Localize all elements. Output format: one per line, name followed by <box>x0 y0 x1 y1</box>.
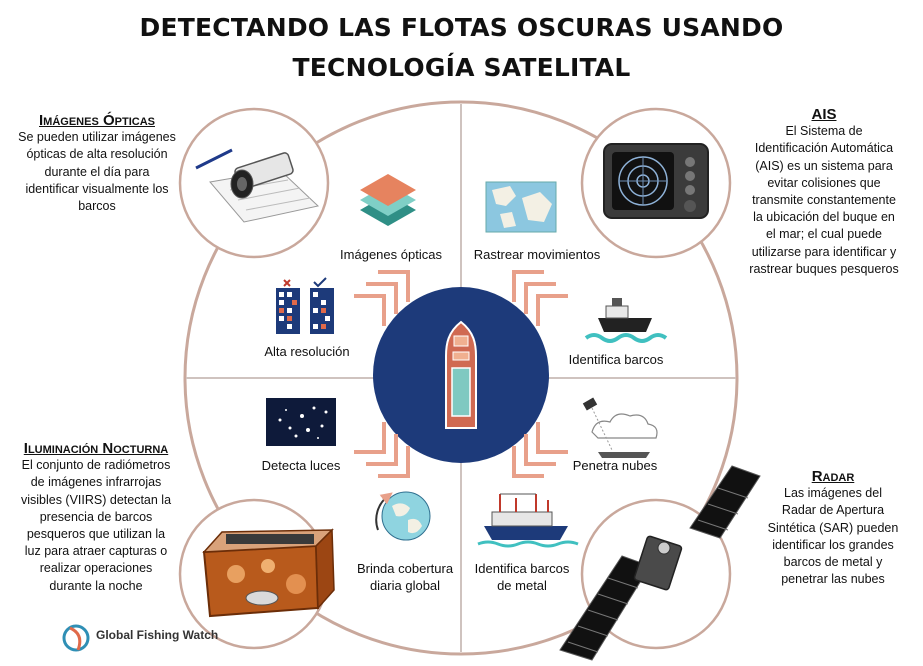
panel-radar-line: Sintética (SAR) pueden <box>767 520 899 535</box>
globe-icon <box>375 491 431 541</box>
label-identifica-barcos: Identifica barcos <box>568 352 664 367</box>
ship-icon <box>584 298 668 343</box>
panel-ais-line: Identificación Automática <box>754 141 894 156</box>
panel-opticas-line: durante el día para <box>44 164 150 179</box>
panel-radar-heading: Radar <box>811 468 855 485</box>
label-brinda-cobertura: Brinda cobertura diaria global <box>340 560 470 594</box>
panel-ais-line: (AIS) es un sistema para <box>755 158 893 173</box>
optical-satellite-icon <box>195 148 320 223</box>
label-imagenes-opticas: Imágenes ópticas <box>340 247 442 262</box>
label-cobertura-line2: diaria global <box>369 578 441 593</box>
label-cobertura-line1: Brinda cobertura <box>356 561 454 576</box>
panel-radar-line: Radar de Apertura <box>781 503 885 518</box>
panel-opticas-line: Se pueden utilizar imágenes <box>18 130 176 145</box>
panel-iluminacion-line: presencia de barcos <box>39 509 153 524</box>
label-metal-line1: Identifica barcos <box>474 561 570 576</box>
panel-ais-line: utilizarse para identificar y <box>751 244 897 259</box>
metal-boat-icon <box>477 493 579 548</box>
panel-imagenes-opticas: Imágenes Ópticas Se pueden utilizar imág… <box>4 112 190 215</box>
ais-radar-icon <box>603 143 709 219</box>
arrow-bottom-right-icon <box>512 422 568 478</box>
panel-opticas-line: identificar visualmente los <box>25 181 169 196</box>
label-alta-resolucion: Alta resolución <box>264 344 350 359</box>
label-metal-line2: de metal <box>497 578 547 593</box>
boat-icon <box>445 320 477 429</box>
panel-ais-line: transmite constantemente <box>752 193 896 208</box>
page-title: DETECTANDO LAS FLOTAS OSCURAS USANDO TEC… <box>0 8 923 88</box>
arrow-bottom-left-icon <box>354 422 410 478</box>
world-map-icon <box>485 181 557 233</box>
panel-opticas-line: barcos <box>78 199 116 214</box>
label-rastrear-movimientos: Rastrear movimientos <box>473 247 601 262</box>
grid-detection-icon <box>276 277 334 334</box>
panel-opticas-heading: Imágenes Ópticas <box>39 112 155 129</box>
panel-iluminacion-heading: Iluminación Nocturna <box>23 440 169 457</box>
cloud-satellite-icon <box>582 397 658 458</box>
panel-ais-heading: AIS <box>811 106 837 123</box>
panel-radar-line: Las imágenes del <box>784 486 882 501</box>
title-line-2: TECNOLOGÍA SATELITAL <box>292 53 631 82</box>
panel-iluminacion-nocturna: Iluminación Nocturna El conjunto de radi… <box>4 440 188 595</box>
label-penetra-nubes: Penetra nubes <box>572 458 658 473</box>
panel-iluminacion-line: El conjunto de radiómetros <box>21 458 171 473</box>
panel-ais-line: el mar; el cual puede <box>765 227 883 242</box>
panel-iluminacion-line: de imágenes infrarrojas <box>30 475 162 490</box>
panel-iluminacion-line: pesqueros que utilizan la <box>26 527 166 542</box>
panel-ais-line: evitar colisiones que <box>767 175 881 190</box>
panel-radar-line: penetrar las nubes <box>781 572 885 587</box>
panel-radar-line: barcos de metal y <box>783 555 883 570</box>
label-detecta-luces: Detecta luces <box>261 458 341 473</box>
panel-iluminacion-line: realizar operaciones <box>39 561 153 576</box>
title-line-1: DETECTANDO LAS FLOTAS OSCURAS USANDO <box>139 13 784 42</box>
panel-iluminacion-line: luz para atraer capturas o <box>24 544 168 559</box>
panel-iluminacion-line: visibles (VIIRS) detectan la <box>20 492 172 507</box>
arrow-top-right-icon <box>512 270 568 326</box>
arrow-top-left-icon <box>354 270 410 326</box>
stacked-layers-icon <box>360 174 416 226</box>
panel-ais-line: El Sistema de <box>785 124 863 139</box>
panel-iluminacion-line: durante la noche <box>49 578 143 593</box>
panel-ais-line: rastrear buques pesqueros <box>749 261 899 276</box>
night-satellite-icon <box>202 528 335 618</box>
brand-name: Global Fishing Watch <box>96 628 219 642</box>
panel-ais: AIS El Sistema de Identificación Automát… <box>730 106 918 278</box>
panel-radar-line: identificar los grandes <box>772 537 894 552</box>
panel-radar: Radar Las imágenes del Radar de Apertura… <box>754 468 912 588</box>
label-identifica-barcos-metal: Identifica barcos de metal <box>460 560 584 594</box>
radar-satellite-icon <box>559 465 761 661</box>
night-lights-icon <box>266 398 336 446</box>
panel-ais-line: la ubicación del buque en <box>753 210 895 225</box>
panel-opticas-line: ópticas de alta resolución <box>26 147 168 162</box>
global-fishing-watch-logo <box>62 624 90 652</box>
